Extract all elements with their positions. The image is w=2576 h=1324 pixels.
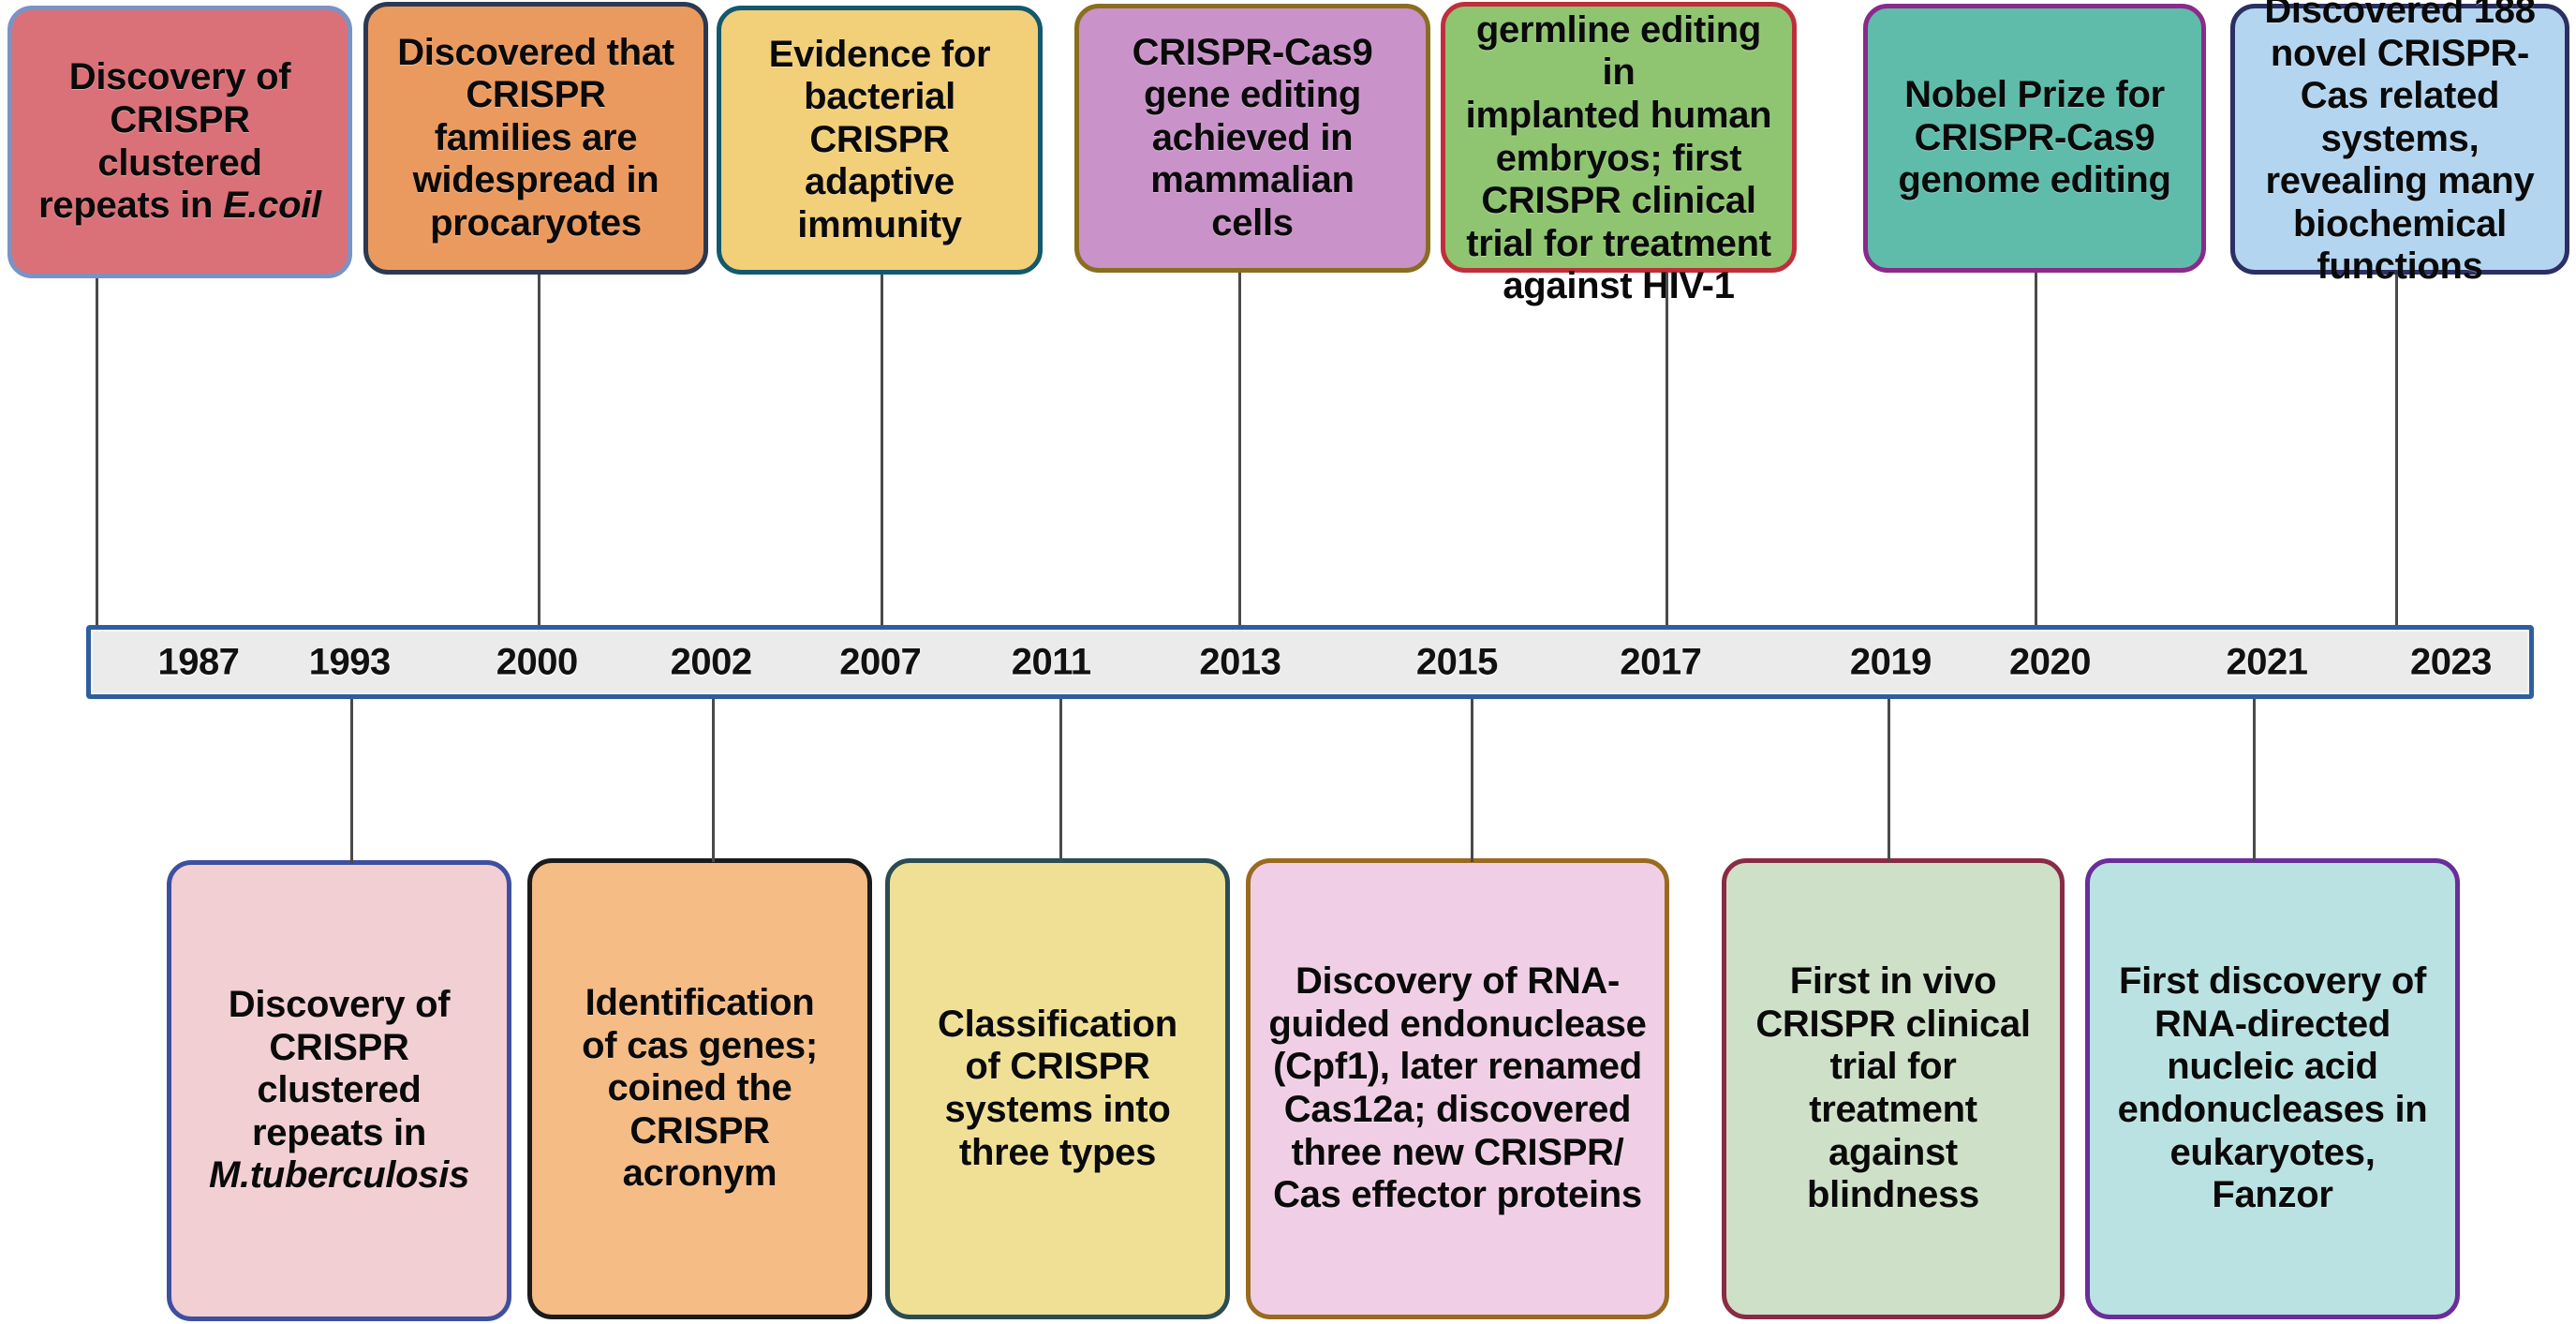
timeline-year-2015[interactable]: 2015 [1415, 641, 1498, 682]
timeline-year-2011[interactable]: 2011 [1011, 641, 1091, 682]
event-card-2011[interactable]: Classification of CRISPR systems into th… [885, 858, 1230, 1319]
event-card-text: Discovery of RNA- guided endonuclease (C… [1268, 960, 1647, 1216]
event-card-2007[interactable]: Evidence for bacterial CRISPR adaptive i… [717, 6, 1043, 275]
species-name: M.tuberculosis [208, 1154, 470, 1197]
connector-line-1993 [350, 693, 353, 864]
timeline-axis-bar: 1987 1993 2000 2002 2007 2011 2013 2015 2017 2019… [86, 625, 2534, 699]
connector-line-2019 [1888, 693, 1890, 862]
timeline-year-1993[interactable]: 1993 [308, 641, 391, 682]
timeline-year-2002[interactable]: 2002 [670, 641, 752, 682]
connector-line-2002 [712, 693, 715, 862]
event-card-text: Discovered that CRISPR families are wide… [397, 31, 674, 244]
event-card-text: First CRISPR germline editing in implant… [1465, 0, 1772, 307]
timeline-year-2020[interactable]: 2020 [2009, 641, 2091, 682]
event-card-2023[interactable]: Discovered 188 novel CRISPR- Cas related… [2230, 0, 2569, 287]
connector-line-2015 [1471, 693, 1473, 862]
connector-line-2023 [2395, 275, 2398, 631]
connector-line-2013 [1238, 273, 1241, 631]
connector-line-2007 [881, 275, 883, 631]
event-card-2020[interactable]: Nobel Prize for CRISPR-Cas9 genome editi… [1863, 4, 2206, 273]
event-card-1993[interactable]: Discovery of CRISPR clustered repeats in… [167, 860, 511, 1321]
timeline-year-2007[interactable]: 2007 [839, 641, 922, 682]
connector-line-2011 [1059, 693, 1062, 862]
connector-line-2021 [2253, 693, 2256, 862]
timeline-year-2017[interactable]: 2017 [1620, 641, 1702, 682]
timeline-year-2019[interactable]: 2019 [1849, 641, 1932, 682]
event-card-text: Discovered 188 novel CRISPR- Cas related… [2264, 0, 2536, 288]
event-card-2002[interactable]: Identification of cas genes; coined the … [527, 858, 872, 1319]
timeline-year-2023[interactable]: 2023 [2409, 641, 2492, 682]
event-card-2021[interactable]: First discovery of RNA-directed nucleic … [2085, 858, 2460, 1319]
connector-line-2017 [1666, 273, 1668, 631]
timeline-year-2013[interactable]: 2013 [1199, 641, 1281, 682]
species-name: E.coil [222, 185, 321, 227]
event-card-text: Discovery of CRISPR clustered repeats in… [208, 984, 470, 1197]
event-card-text: Classification of CRISPR systems into th… [938, 1003, 1177, 1173]
event-card-text: First discovery of RNA-directed nucleic … [2117, 960, 2428, 1216]
event-card-2019[interactable]: First in vivo CRISPR clinical trial for … [1722, 858, 2065, 1319]
event-card-text: Discovery of CRISPR clustered repeats in… [38, 56, 321, 227]
event-card-text: Identification of cas genes; coined the … [582, 982, 818, 1195]
connector-line-1987 [96, 278, 98, 631]
event-card-2015[interactable]: Discovery of RNA- guided endonuclease (C… [1246, 858, 1669, 1319]
timeline-year-1987[interactable]: 1987 [157, 641, 240, 682]
connector-line-2000 [538, 275, 540, 631]
event-card-text: Evidence for bacterial CRISPR adaptive i… [768, 33, 991, 245]
event-card-text: First in vivo CRISPR clinical trial for … [1755, 960, 2031, 1216]
connector-line-2020 [2035, 273, 2037, 631]
event-card-1987[interactable]: Discovery of CRISPR clustered repeats in… [7, 6, 352, 278]
event-card-text: Nobel Prize for CRISPR-Cas9 genome editi… [1898, 74, 2171, 201]
event-card-2000[interactable]: Discovered that CRISPR families are wide… [363, 2, 708, 275]
event-card-2017[interactable]: First CRISPR germline editing in implant… [1441, 0, 1797, 306]
event-card-2013[interactable]: CRISPR-Cas9 gene editing achieved in mam… [1074, 4, 1430, 273]
timeline-year-2000[interactable]: 2000 [496, 641, 578, 682]
event-card-text: CRISPR-Cas9 gene editing achieved in mam… [1132, 31, 1373, 244]
timeline-year-2021[interactable]: 2021 [2226, 641, 2308, 682]
